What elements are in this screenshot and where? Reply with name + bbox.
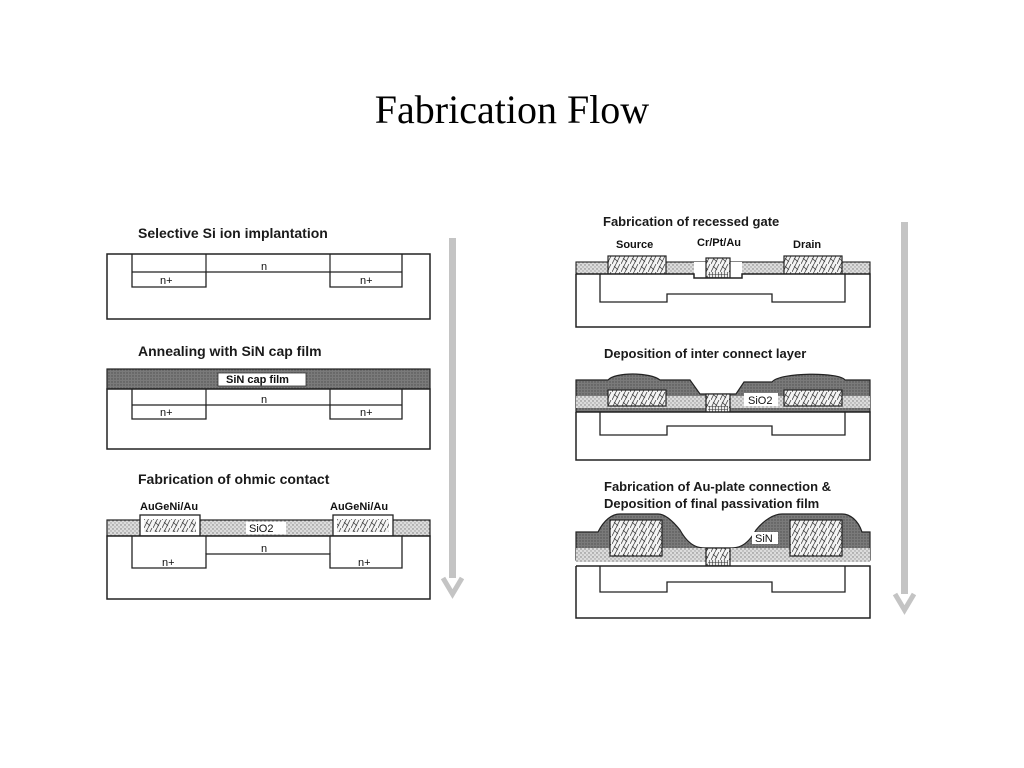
n-plus-left-label: n+ <box>162 557 175 569</box>
substrate <box>575 411 871 461</box>
sin-cap-label: SiN cap film <box>226 374 289 386</box>
source-label: Source <box>616 239 653 251</box>
drain-label: Drain <box>793 239 821 251</box>
step-title-au-plate: Fabrication of Au-plate connection & Dep… <box>604 478 831 512</box>
cross-section-ohmic-contact: AuGeNi/Au AuGeNi/Au SiO2 n n+ n+ <box>106 501 431 600</box>
flow-arrow-right <box>892 222 916 615</box>
step-title-interconnect: Deposition of inter connect layer <box>604 346 807 361</box>
cross-section-ion-implantation: n n+ n+ <box>106 253 431 320</box>
n-region-label: n <box>261 543 267 555</box>
cross-section-annealing: SiN cap film n n+ n+ <box>106 368 431 450</box>
substrate <box>575 273 871 328</box>
drain-contact <box>783 255 843 275</box>
source-contact <box>607 255 667 275</box>
step-title-ion-implantation: Selective Si ion implantation <box>138 225 328 241</box>
step-title-au-plate-line2: Deposition of final passivation film <box>604 496 820 511</box>
cross-section-recessed-gate: Source Cr/Pt/Au Drain <box>575 237 871 328</box>
flow-arrow-left <box>440 238 464 599</box>
sio2-label: SiO2 <box>249 523 273 535</box>
implant-profile <box>131 254 403 288</box>
cross-section-au-plate: SiN <box>575 513 871 619</box>
sin-label: SiN <box>755 533 773 545</box>
n-region-label: n <box>261 394 267 406</box>
n-plus-right-label: n+ <box>358 557 371 569</box>
cross-section-interconnect: SiO2 <box>575 373 871 461</box>
page-title: Fabrication Flow <box>374 87 650 132</box>
sio2-label: SiO2 <box>748 395 772 407</box>
metal-left-label: AuGeNi/Au <box>140 501 198 513</box>
substrate <box>575 565 871 619</box>
step-title-ohmic-contact: Fabrication of ohmic contact <box>138 471 330 487</box>
n-plus-right-label: n+ <box>360 275 373 287</box>
n-plus-left-label: n+ <box>160 275 173 287</box>
n-plus-right-label: n+ <box>360 407 373 419</box>
n-plus-left-label: n+ <box>160 407 173 419</box>
au-plate-drain <box>789 519 843 557</box>
step-title-au-plate-line1: Fabrication of Au-plate connection & <box>604 479 832 494</box>
step-title-annealing: Annealing with SiN cap film <box>138 343 322 359</box>
drain-contact <box>783 389 843 407</box>
source-contact <box>607 389 667 407</box>
n-region-label: n <box>261 261 267 273</box>
au-plate-source <box>609 519 663 557</box>
step-title-recessed-gate: Fabrication of recessed gate <box>603 214 780 229</box>
gate-metal-label: Cr/Pt/Au <box>697 237 741 249</box>
metal-right-label: AuGeNi/Au <box>330 501 388 513</box>
